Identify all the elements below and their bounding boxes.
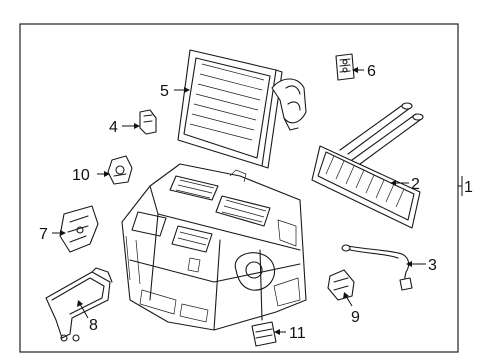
callout-4: 4 bbox=[109, 119, 118, 136]
hvac-housing-assembly bbox=[121, 163, 307, 331]
evaporator-core bbox=[177, 49, 307, 169]
callout-8: 8 bbox=[89, 317, 98, 334]
callout-9: 9 bbox=[351, 309, 360, 326]
relay-block bbox=[335, 53, 355, 81]
wire-harness-sensor bbox=[341, 244, 413, 291]
diagram-frame bbox=[19, 23, 459, 353]
callout-7: 7 bbox=[39, 226, 48, 243]
heater-core bbox=[311, 102, 424, 229]
callout-10: 10 bbox=[72, 167, 90, 184]
actuator-motor bbox=[107, 155, 133, 185]
callout-1: 1 bbox=[464, 179, 473, 196]
callout-2: 2 bbox=[411, 176, 420, 193]
leader-lines bbox=[52, 67, 463, 335]
electrical-connector bbox=[251, 321, 277, 347]
aspirator-frame bbox=[45, 267, 113, 342]
callout-11: 11 bbox=[289, 325, 306, 342]
temperature-sensor bbox=[139, 109, 157, 135]
callout-6: 6 bbox=[367, 63, 376, 80]
callout-5: 5 bbox=[160, 83, 169, 100]
blower-resistor bbox=[327, 269, 355, 301]
duct-bracket bbox=[59, 205, 99, 253]
callout-3: 3 bbox=[428, 257, 437, 274]
